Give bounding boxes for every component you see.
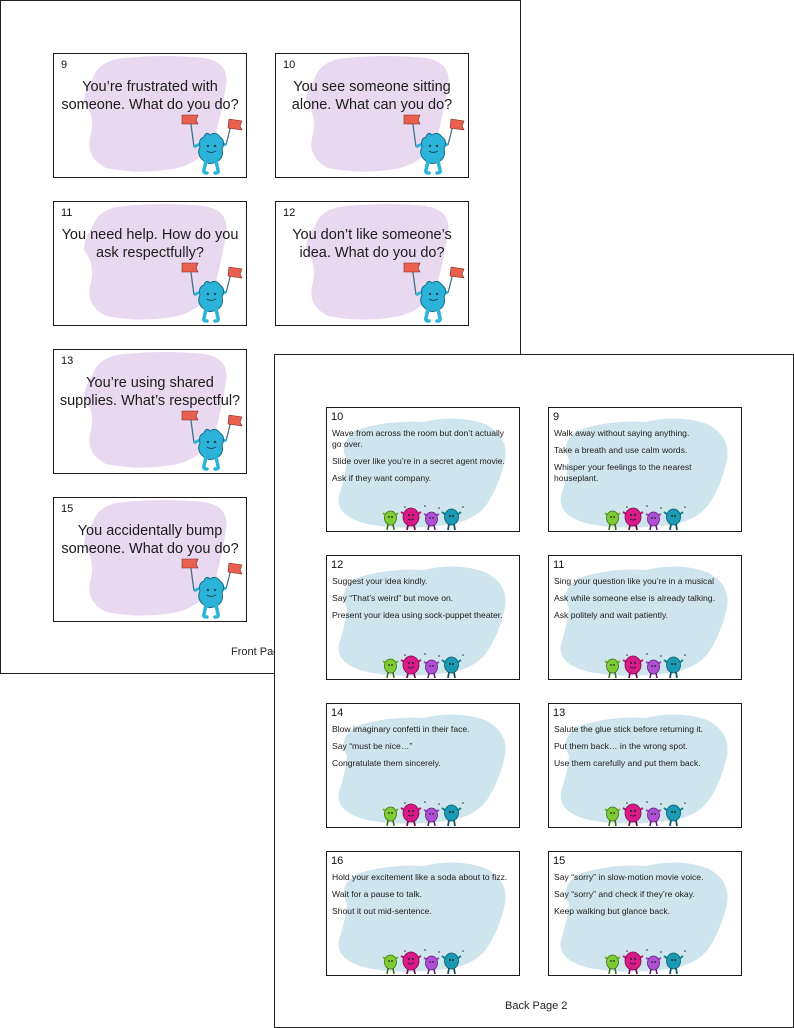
answer-list: Salute the glue stick before returning i…: [554, 724, 735, 775]
card-number: 10: [283, 59, 296, 71]
cheering-monsters-icon: [601, 651, 689, 679]
answer-option: Salute the glue stick before returning i…: [554, 724, 704, 734]
card-number: 13: [61, 355, 74, 367]
answer-option: Ask while someone else is already talkin…: [554, 593, 715, 603]
light-blue-blob-shape: [338, 714, 506, 824]
answer-option: Keep walking but glance back.: [554, 906, 671, 916]
light-blue-blob-shape: [338, 418, 506, 528]
cheering-monsters-icon: [379, 503, 467, 531]
question-text: You’re using shared supplies. What’s res…: [59, 375, 241, 409]
card-number: 13: [553, 707, 566, 719]
card-number: 16: [331, 855, 344, 867]
answer-list: Blow imaginary confetti in their face. Sa…: [332, 724, 513, 775]
answer-list: Suggest your idea kindly. Say “That’s wei…: [332, 576, 513, 627]
lavender-blob-shape: [84, 56, 227, 172]
answer-option: Say “sorry” in slow-motion movie voice.: [554, 872, 704, 882]
card-number: 12: [283, 207, 296, 219]
question-text: You see someone sitting alone. What can …: [291, 79, 453, 113]
answer-option: Suggest your idea kindly.: [332, 576, 428, 586]
blue-mascot-with-flags-icon: [402, 109, 466, 175]
answer-option: Blow imaginary confetti in their face.: [332, 724, 470, 734]
cheering-monsters-icon: [379, 651, 467, 679]
card-number: 9: [61, 59, 68, 71]
light-blue-blob-shape: [338, 566, 506, 676]
back-page-footer: Back Page 2: [505, 1000, 568, 1012]
answer-option: Wave from across the room but don’t actu…: [332, 428, 505, 449]
question-text: You need help. How do you ask respectful…: [61, 227, 239, 261]
light-blue-blob-shape: [560, 714, 728, 824]
card-number: 15: [61, 503, 74, 515]
answer-option: Walk away without saying anything.: [554, 428, 690, 438]
front-page-footer: Front Page: [231, 646, 286, 658]
card-number: 11: [553, 559, 565, 571]
card-number: 12: [331, 559, 344, 571]
answer-list: Say “sorry” in slow-motion movie voice. S…: [554, 872, 735, 923]
answer-list: Wave from across the room but don’t actu…: [332, 428, 513, 490]
blue-mascot-with-flags-icon: [180, 405, 244, 471]
answer-option: Sing your question like you’re in a musi…: [554, 576, 715, 586]
answer-option: Wait for a pause to talk.: [332, 889, 422, 899]
question-text: You’re frustrated with someone. What do …: [61, 79, 239, 113]
answer-option: Take a breath and use calm words.: [554, 445, 688, 455]
question-text: You accidentally bump someone. What do y…: [61, 523, 239, 557]
lavender-blob-shape: [84, 500, 227, 616]
blue-mascot-with-flags-icon: [180, 553, 244, 619]
card-number: 9: [553, 411, 560, 423]
answer-option: Say “sorry” and check if they’re okay.: [554, 889, 695, 899]
cheering-monsters-icon: [601, 799, 689, 827]
answer-option: Slide over like you’re in a secret agent…: [332, 456, 505, 466]
blue-mascot-with-flags-icon: [180, 257, 244, 323]
answer-option: Congratulate them sincerely.: [332, 758, 441, 768]
lavender-blob-shape: [84, 204, 227, 320]
cheering-monsters-icon: [601, 947, 689, 975]
answer-list: Hold your excitement like a soda about t…: [332, 872, 513, 923]
card-number: 15: [553, 855, 566, 867]
blue-mascot-with-flags-icon: [180, 109, 244, 175]
lavender-blob-shape: [84, 352, 227, 468]
answer-list: Walk away without saying anything. Take a…: [554, 428, 735, 490]
answer-list: Sing your question like you’re in a musi…: [554, 576, 735, 627]
answer-option: Shout it out mid-sentence.: [332, 906, 432, 916]
cheering-monsters-icon: [379, 799, 467, 827]
card-number: 10: [331, 411, 344, 423]
answer-option: Hold your excitement like a soda about t…: [332, 872, 508, 882]
lavender-blob-shape: [306, 204, 449, 320]
lavender-blob-shape: [306, 56, 449, 172]
answer-option: Ask politely and wait patiently.: [554, 610, 669, 620]
card-number: 11: [61, 207, 73, 219]
cheering-monsters-icon: [601, 503, 689, 531]
question-text: You don’t like someone’s idea. What do y…: [292, 227, 452, 261]
answer-option: Say “That’s weird” but move on.: [332, 593, 454, 603]
light-blue-blob-shape: [560, 862, 728, 972]
answer-option: Say “must be nice…”: [332, 741, 413, 751]
light-blue-blob-shape: [338, 862, 506, 972]
answer-option: Ask if they want company.: [332, 473, 432, 483]
answer-option: Whisper your feelings to the nearest hou…: [554, 462, 692, 483]
blue-mascot-with-flags-icon: [402, 257, 466, 323]
answer-option: Put them back… in the wrong spot.: [554, 741, 688, 751]
answer-option: Present your idea using sock-puppet thea…: [332, 610, 503, 620]
light-blue-blob-shape: [560, 566, 728, 676]
light-blue-blob-shape: [560, 418, 728, 528]
cheering-monsters-icon: [379, 947, 467, 975]
card-number: 14: [331, 707, 344, 719]
answer-option: Use them carefully and put them back.: [554, 758, 701, 768]
